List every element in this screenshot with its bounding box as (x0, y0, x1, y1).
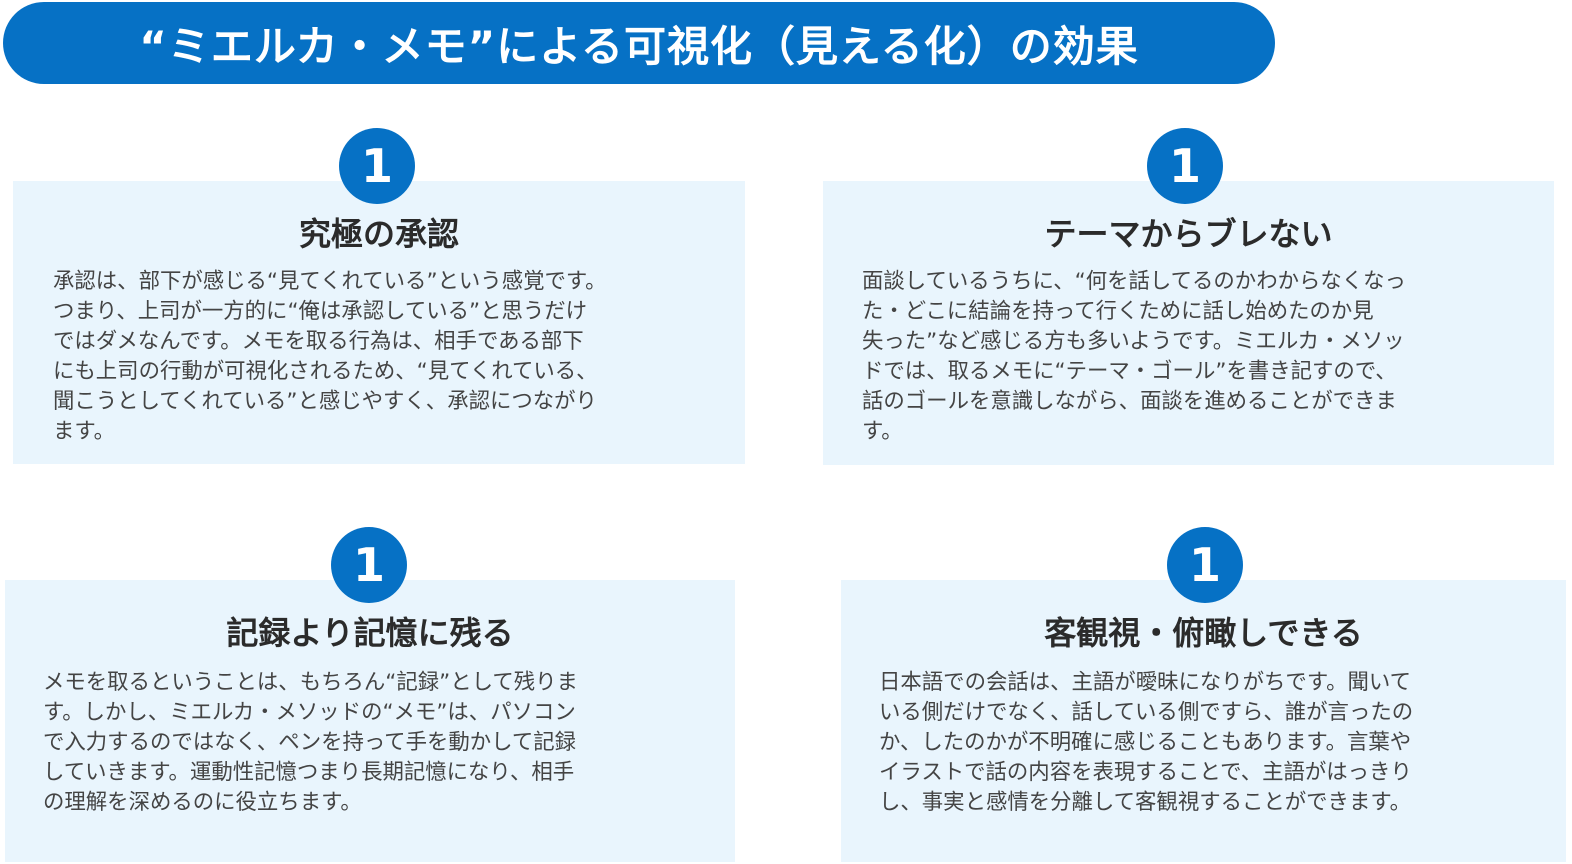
card-body-line: 話のゴールを意識しながら、面談を進めることができま (862, 389, 1397, 414)
card-body-line: 承認は、部下が感じる“見てくれている”という感覚です。 (53, 269, 607, 294)
card-body-line: で入力するのではなく、ペンを持って手を動かして記録 (43, 730, 577, 755)
card-body-line: ではダメなんです。メモを取る行為は、相手である部下 (53, 329, 584, 354)
effect-card-theme: テーマからブレない 面談しているうちに、“何を話してるのかわからなくなっ た・ど… (823, 181, 1554, 465)
effect-card-memory: 記録より記憶に残る メモを取るということは、もちろん“記録”として残りま す。し… (5, 580, 735, 862)
card-body-line: いる側だけでなく、話している側ですら、誰が言ったの (879, 700, 1414, 725)
number-badge: 1 (339, 128, 415, 204)
card-body-line: の理解を深めるのに役立ちます。 (43, 790, 362, 815)
effect-card-approval: 究極の承認 承認は、部下が感じる“見てくれている”という感覚です。 つまり、上司… (13, 181, 745, 464)
card-body-line: し、事実と感情を分離して客観視することができます。 (879, 790, 1411, 815)
number-badge: 1 (1147, 128, 1223, 204)
card-body-line: イラストで話の内容を表現することで、主語がはっきり (879, 760, 1412, 785)
card-body-line: メモを取るということは、もちろん“記録”として残りま (43, 670, 578, 695)
card-body-line: 日本語での会話は、主語が曖昧になりがちです。聞いて (879, 670, 1411, 695)
number-badge: 1 (331, 527, 407, 603)
card-body-line: か、したのかが不明確に感じることもあります。言葉や (879, 730, 1412, 755)
card-body: 面談しているうちに、“何を話してるのかわからなくなっ た・どこに結論を持って行く… (862, 267, 1527, 447)
card-body-line: ます。 (53, 419, 116, 444)
card-body-line: す。 (862, 419, 903, 444)
effect-card-objective: 客観視・俯瞰しできる 日本語での会話は、主語が曖昧になりがちです。聞いて いる側… (841, 580, 1566, 862)
card-heading: 究極の承認 (298, 215, 459, 253)
card-body-line: していきます。運動性記憶つまり長期記憶になり、相手 (43, 760, 575, 785)
card-body-line: す。しかし、ミエルカ・メソッドの“メモ”は、パソコン (43, 700, 576, 725)
title-banner: “ミエルカ・メモ”による可視化（見える化）の効果 (3, 2, 1275, 84)
card-body-line: た・どこに結論を持って行くために話し始めたのか見 (862, 299, 1374, 324)
card-body-line: 聞こうとしてくれている”と感じやすく、承認につながり (53, 389, 597, 414)
card-body-line: 面談しているうちに、“何を話してるのかわからなくなっ (862, 269, 1406, 294)
card-body: 承認は、部下が感じる“見てくれている”という感覚です。 つまり、上司が一方的に“… (53, 267, 718, 447)
card-body-line: つまり、上司が一方的に“俺は承認している”と思うだけ (53, 299, 588, 324)
card-body-line: 失った”など感じる方も多いようです。ミエルカ・メソッ (862, 329, 1405, 354)
page-title: “ミエルカ・メモ”による可視化（見える化）の効果 (139, 21, 1139, 71)
card-body-line: にも上司の行動が可視化されるため、“見てくれている、 (53, 359, 598, 384)
number-badge: 1 (1167, 527, 1243, 603)
card-body: 日本語での会話は、主語が曖昧になりがちです。聞いて いる側だけでなく、話している… (879, 668, 1544, 818)
card-body: メモを取るということは、もちろん“記録”として残りま す。しかし、ミエルカ・メソ… (43, 668, 708, 818)
card-heading: テーマからブレない (1044, 215, 1333, 253)
card-body-line: ドでは、取るメモに“テーマ・ゴール”を書き記すので、 (862, 359, 1397, 384)
card-heading: 客観視・俯瞰しできる (1044, 614, 1363, 652)
card-heading: 記録より記憶に残る (226, 614, 514, 652)
